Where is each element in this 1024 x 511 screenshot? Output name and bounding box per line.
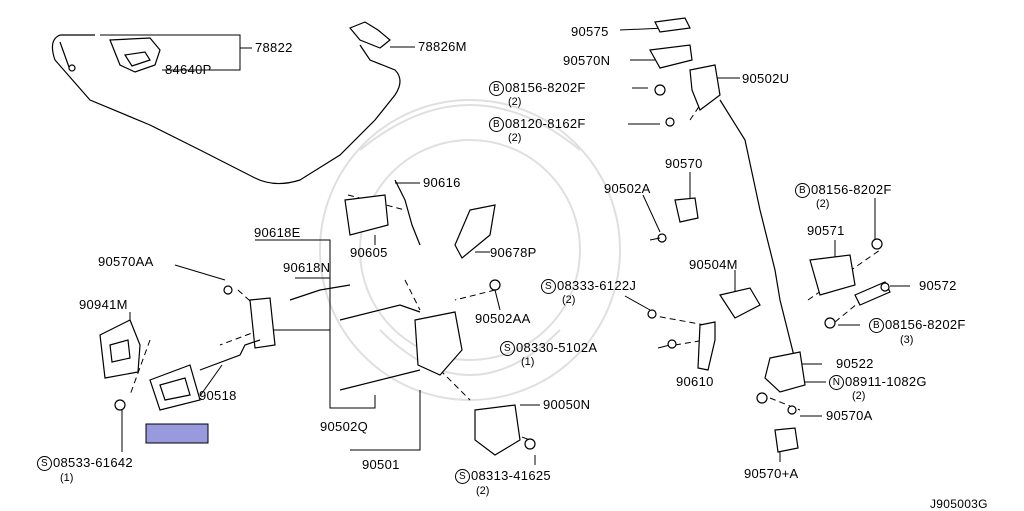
label-90610: 90610: [676, 374, 714, 389]
label-90570n: 90570N: [563, 53, 611, 68]
label-90050n: 90050N: [543, 397, 591, 412]
label-90570a: 90570A: [826, 408, 873, 423]
part-number: 08533-61642: [53, 455, 133, 470]
bracket-90678p: [454, 204, 496, 259]
qty-b2: (2): [508, 132, 522, 144]
bracket-90571: [809, 254, 856, 296]
label-90570plusa: 90570+A: [744, 466, 799, 481]
hood-release-handle-84640p: [109, 37, 161, 73]
label-90504m: 90504M: [689, 257, 738, 272]
label-90502u: 90502U: [742, 71, 790, 86]
label-90572: 90572: [919, 278, 957, 293]
protector-90050n: [474, 404, 521, 456]
label-90502a: 90502A: [604, 181, 651, 196]
qty-s2: (1): [521, 356, 535, 368]
bolt-08156-b: [824, 317, 836, 329]
symbol-s: S: [37, 456, 52, 472]
symbol-b: B: [795, 183, 810, 199]
bolt-08156-a: [871, 238, 883, 250]
hood-release-cable: [51, 34, 401, 185]
label-90575: 90575: [571, 24, 609, 39]
label-90941m: 90941M: [79, 297, 128, 312]
part-number: 08333-6122J: [557, 278, 637, 293]
bolt-90570aa: [223, 285, 233, 295]
qty-s4: (2): [476, 485, 490, 497]
cable-end-78826m: [349, 21, 391, 49]
symbol-b: B: [489, 117, 504, 133]
escutcheon-90941m: [99, 319, 141, 379]
part-number: 08156-8202F: [885, 317, 966, 332]
diagram-code: J905003G: [930, 497, 988, 511]
screw-08330: [667, 339, 677, 349]
part-number: 08156-8202F: [811, 182, 892, 197]
label-78826m: 78826M: [418, 39, 467, 54]
label-90522: 90522: [836, 356, 874, 371]
label-90570aa: 90570AA: [98, 254, 154, 269]
lock-90522: [764, 351, 806, 393]
part-90572: [854, 281, 891, 306]
nut-08911: [756, 392, 768, 404]
label-90518: 90518: [199, 388, 237, 403]
outside-handle: [149, 364, 201, 411]
rod-90618n: [289, 284, 351, 301]
hinge-90618e: [249, 297, 276, 349]
latch-upper-90502u: [649, 17, 796, 361]
assembly-dashed-lines: [129, 104, 881, 441]
label-90618n: 90618N: [283, 260, 331, 275]
qty-s3: (1): [60, 472, 74, 484]
lever-90610: [697, 321, 716, 371]
screw-08313: [524, 438, 536, 450]
rod-90518: [199, 339, 261, 371]
screw-08533: [114, 399, 126, 411]
symbol-n: N: [829, 375, 844, 391]
symbol-s: S: [500, 341, 515, 357]
rod-90616: [394, 179, 421, 246]
label-90605: 90605: [350, 245, 388, 260]
screw-08333: [647, 309, 657, 319]
symbol-b: B: [489, 81, 504, 97]
part-number: 08313-41625: [471, 468, 551, 483]
qty-n1: (2): [852, 390, 866, 402]
bolt-90502aa: [489, 279, 501, 291]
qty-b3: (2): [816, 198, 830, 210]
label-90618e: 90618E: [254, 225, 301, 240]
part-number: 08156-8202F: [505, 80, 586, 95]
door-lock-90501: [339, 304, 463, 391]
screw-90570a: [787, 405, 797, 415]
label-90502aa: 90502AA: [475, 311, 531, 326]
label-78822: 78822: [255, 40, 293, 55]
highlighted-part: [145, 423, 209, 444]
label-90678p: 90678P: [490, 245, 537, 260]
label-90501: 90501: [362, 457, 400, 472]
bolt-90502a: [649, 233, 667, 243]
qty-s1: (2): [562, 294, 576, 306]
label-90616: 90616: [423, 175, 461, 190]
qty-b4: (3): [900, 334, 914, 346]
part-number: 08330-5102A: [516, 340, 598, 355]
symbol-s: S: [455, 469, 470, 485]
symbol-s: S: [541, 279, 556, 295]
symbol-b: B: [869, 318, 884, 334]
label-90502q: 90502Q: [320, 419, 369, 434]
lever-90504m: [719, 287, 761, 319]
bracket-90570: [674, 197, 699, 223]
bracket-90605: [344, 194, 389, 236]
qty-b1: (2): [508, 96, 522, 108]
label-90570: 90570: [665, 156, 703, 171]
label-84640p: 84640P: [165, 62, 212, 77]
bracket-90570plusa: [774, 427, 799, 453]
part-number: 08911-1082G: [845, 374, 927, 389]
label-90571: 90571: [807, 223, 845, 238]
part-number: 08120-8162F: [505, 116, 586, 131]
